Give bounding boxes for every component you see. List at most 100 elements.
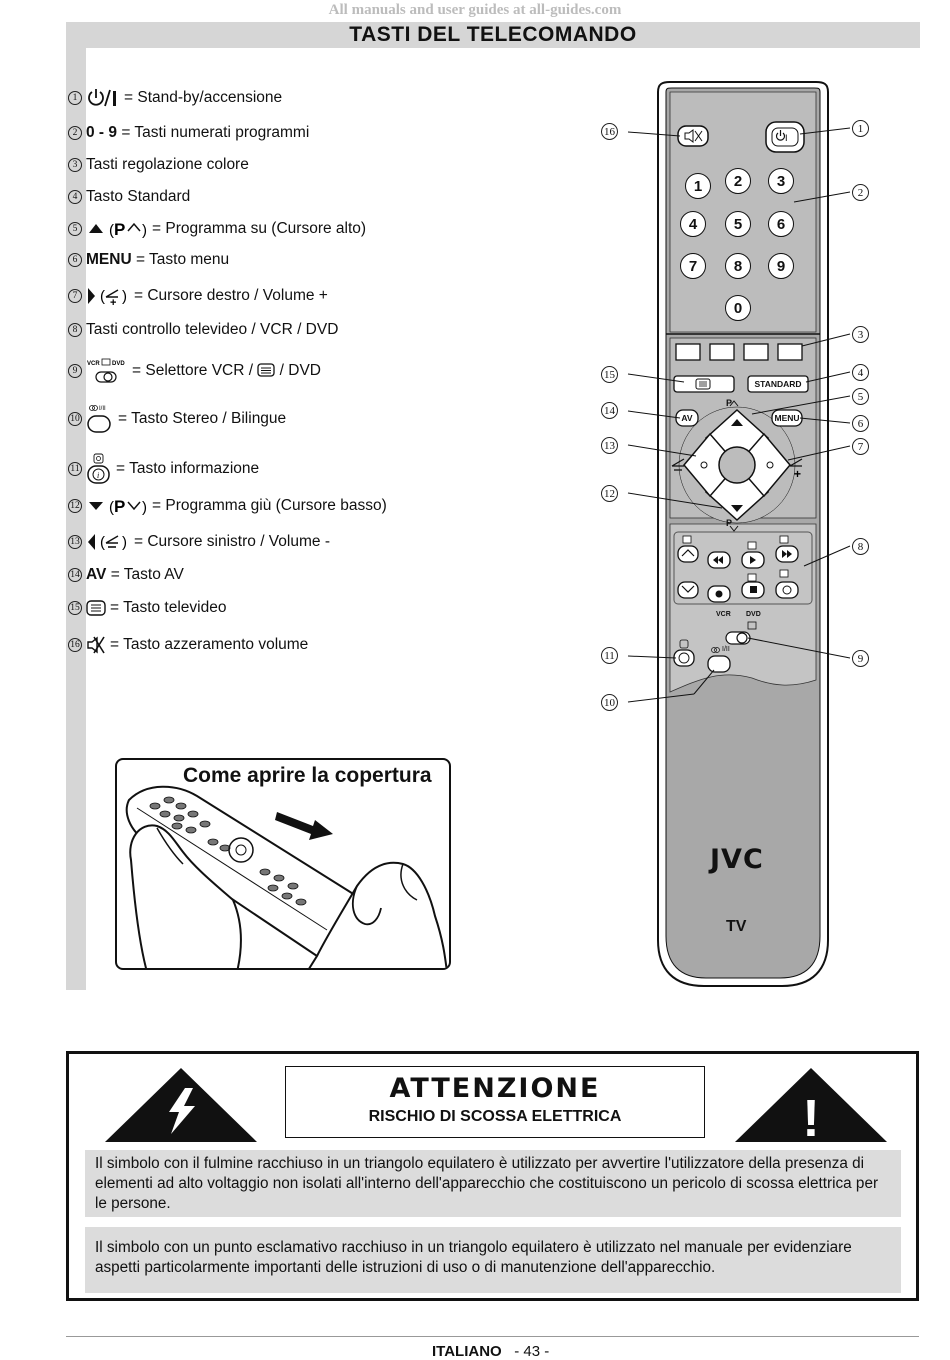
power-label: I: [785, 133, 788, 143]
svg-text:(: (: [109, 499, 114, 516]
red-button[interactable]: [675, 343, 701, 361]
svg-text:P: P: [114, 497, 125, 516]
brand-logo: JVC: [710, 844, 764, 875]
lightning-explanation: Il simbolo con il fulmine racchiuso in u…: [85, 1150, 901, 1217]
key-description: Tasti regolazione colore: [86, 156, 249, 173]
model-label: TV: [726, 918, 747, 935]
green-button[interactable]: [709, 343, 735, 361]
footer-divider: [66, 1336, 919, 1337]
blue-button[interactable]: [777, 343, 803, 361]
page-number: - 43 -: [514, 1343, 550, 1360]
item-number: 12: [68, 499, 82, 513]
power-icon: [86, 88, 120, 108]
exclamation-explanation: Il simbolo con un punto esclamativo racc…: [85, 1227, 901, 1293]
watermark: All manuals and user guides at all-guide…: [328, 2, 622, 18]
svg-text:+: +: [794, 467, 801, 481]
warning-box: ATTENZIONE RISCHIO DI SCOSSA ELETTRICA !…: [66, 1051, 919, 1301]
info-button[interactable]: [673, 649, 695, 667]
callout-11: 11: [601, 647, 618, 664]
key-item-5: 5 (P) = Programma su (Cursore alto): [68, 219, 366, 239]
cover-illustration-box: Come aprire la copertura: [115, 758, 451, 970]
right-triangle-icon: ( +): [86, 285, 130, 307]
av-label: AV: [681, 413, 693, 423]
callout-4: 4: [852, 364, 869, 381]
up-triangle-icon: (P): [86, 219, 148, 239]
exclamation-warning-icon: !: [735, 1068, 887, 1144]
key-bold-label: 0 - 9: [86, 124, 118, 141]
digit-button-8[interactable]: 8: [725, 253, 751, 279]
svg-text:i: i: [97, 471, 99, 480]
item-number: 5: [68, 222, 82, 236]
digit-button-3[interactable]: 3: [768, 168, 794, 194]
digit-button-7[interactable]: 7: [680, 253, 706, 279]
callout-5: 5: [852, 388, 869, 405]
key-item-11: 11 i = Tasto informazione: [68, 453, 259, 485]
svg-text:(: (: [109, 222, 114, 239]
callout-9: 9: [852, 650, 869, 667]
svg-text:(: (: [100, 288, 105, 305]
key-item-12: 12 (P) = Programma giù (Cursore basso): [68, 496, 387, 516]
callout-12: 12: [601, 485, 618, 502]
key-bold-label: AV: [86, 566, 107, 583]
item-number: 4: [68, 190, 82, 204]
callout-13: 13: [601, 437, 618, 454]
stereo-button[interactable]: [707, 655, 731, 673]
callout-10: 10: [601, 694, 618, 711]
callout-8: 8: [852, 538, 869, 555]
key-description: = Tasto AV: [110, 566, 184, 583]
warning-title-box: ATTENZIONE RISCHIO DI SCOSSA ELETTRICA: [285, 1066, 705, 1138]
p-up-label: P: [726, 398, 733, 408]
dvd-label: DVD: [746, 611, 761, 618]
center-button[interactable]: [718, 446, 756, 484]
svg-text:I/II: I/II: [99, 406, 106, 412]
key-description: = Programma su (Cursore alto): [152, 220, 367, 237]
remote-outline: I +: [627, 81, 851, 987]
key-description: Tasti controllo televideo / VCR / DVD: [86, 321, 339, 338]
standard-label: STANDARD: [754, 379, 802, 389]
key-item-4: 4 Tasto Standard: [68, 188, 190, 206]
svg-text:): ): [122, 288, 127, 305]
stereo-label: I/II: [722, 646, 730, 653]
warning-subheading: RISCHIO DI SCOSSA ELETTRICA: [368, 1108, 622, 1125]
dvd-small-label: DVD: [112, 361, 125, 367]
svg-text:): ): [142, 222, 147, 239]
item-number: 6: [68, 253, 82, 267]
item-number: 14: [68, 568, 82, 582]
item-number: 1: [68, 91, 82, 105]
svg-text:(: (: [100, 534, 105, 551]
key-description: = Tasto informazione: [116, 460, 260, 477]
callout-14: 14: [601, 402, 618, 419]
av-button[interactable]: [675, 409, 699, 427]
key-description: = Tasto menu: [135, 251, 230, 268]
cover-title: Come aprire la copertura: [183, 764, 432, 787]
footer-language: ITALIANO: [432, 1343, 502, 1360]
warning-heading: ATTENZIONE: [389, 1073, 601, 1104]
key-item-10: 10 I/II = Tasto Stereo / Bilingue: [68, 404, 286, 434]
key-item-14: 14 AV = Tasto AV: [68, 566, 184, 584]
key-description: = Stand-by/accensione: [124, 89, 283, 106]
p-down-label: P: [726, 518, 733, 528]
item-number: 9: [68, 364, 82, 378]
callout-16: 16: [601, 123, 618, 140]
digit-button-2[interactable]: 2: [725, 168, 751, 194]
menu-label: MENU: [774, 413, 800, 423]
left-triangle-icon: (): [86, 531, 130, 553]
digit-button-0[interactable]: 0: [725, 295, 751, 321]
teletext-icon: [86, 600, 106, 616]
key-item-3: 3 Tasti regolazione colore: [68, 156, 249, 174]
yellow-button[interactable]: [743, 343, 769, 361]
digit-button-9[interactable]: 9: [768, 253, 794, 279]
key-description: = Cursore destro / Volume +: [134, 287, 328, 304]
digit-button-1[interactable]: 1: [685, 173, 711, 199]
svg-text:+: +: [110, 297, 116, 307]
digit-button-6[interactable]: 6: [768, 211, 794, 237]
digit-button-5[interactable]: 5: [725, 211, 751, 237]
digit-button-4[interactable]: 4: [680, 211, 706, 237]
standard-button[interactable]: [747, 375, 809, 393]
key-description: = Selettore VCR / / DVD: [132, 362, 322, 379]
callout-6: 6: [852, 415, 869, 432]
item-number: 3: [68, 158, 82, 172]
callout-3: 3: [852, 326, 869, 343]
